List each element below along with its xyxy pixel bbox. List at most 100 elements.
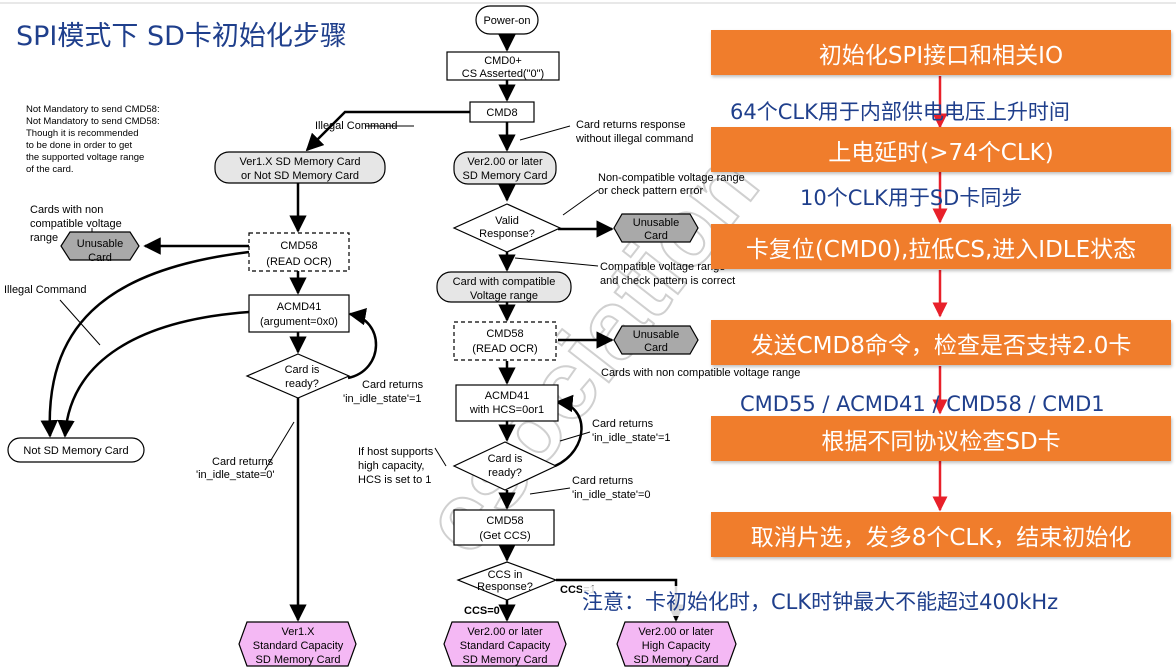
node-cmd58-right <box>453 321 557 361</box>
flowchart-label: Voltage range <box>470 290 538 302</box>
step-finish-init: 取消片选，发多8个CLK，结束初始化 <box>711 512 1171 557</box>
step-check-protocol: 根据不同协议检查SD卡 <box>711 416 1171 461</box>
step-reset-cmd0: 卡复位(CMD0),拉低CS,进入IDLE状态 <box>711 224 1171 269</box>
node-final-ver1 <box>238 621 357 667</box>
flowchart-label: SD Memory Card <box>256 654 341 666</box>
flowchart-label: Card returns <box>572 475 634 487</box>
page-title: SPI模式下 SD卡初始化步骤 <box>16 21 347 52</box>
node-valid-response <box>452 203 562 253</box>
flowchart-label: Card <box>644 230 668 242</box>
flowchart-label: Standard Capacity <box>460 640 551 652</box>
flowchart-label: CMD58 <box>280 240 317 252</box>
flowchart-label: to be done in order to get <box>26 140 133 151</box>
node-cmd58-ccs <box>453 509 555 546</box>
flowchart-label: Card is <box>488 453 523 465</box>
flowchart-label: SD Memory Card <box>463 654 548 666</box>
node-ver1 <box>214 151 386 184</box>
edge-ready-loop-left <box>347 308 378 380</box>
node-cmd58-left <box>248 232 350 272</box>
step-send-cmd8: 发送CMD8命令，检查是否支持2.0卡 <box>711 320 1171 365</box>
node-compatible-card <box>436 271 572 303</box>
flowchart-label: 'in_idle_state'=1 <box>343 393 422 405</box>
flowchart-label: CS Asserted("0") <box>462 68 544 80</box>
flowchart-label: (argument=0x0) <box>260 316 338 328</box>
flowchart-label: with HCS=0or1 <box>469 404 544 416</box>
flowchart-label: and check pattern is correct <box>600 275 735 287</box>
flowchart-label: Unusable <box>633 329 679 341</box>
flowchart-label: Ver2.00 or later <box>467 156 543 168</box>
edge-ready-loop-right <box>554 394 583 468</box>
flowchart-label: Though it is recommended <box>26 128 138 139</box>
flowchart-label: without illegal command <box>575 133 693 145</box>
flowchart-label: ready? <box>285 378 319 390</box>
flowchart-label: ACMD41 <box>277 301 322 313</box>
flowchart-label: range <box>30 232 58 244</box>
flowchart-label: Standard Capacity <box>253 640 344 652</box>
flowchart-label: Unusable <box>77 238 123 250</box>
node-cmd0 <box>446 51 560 81</box>
flowchart-label: High Capacity <box>642 640 711 652</box>
node-unusable-1 <box>613 213 699 243</box>
flowchart-label: 'in_idle_state'=1 <box>592 432 671 444</box>
flowchart-label: (Get CCS) <box>479 530 530 542</box>
flowchart-label: or Not SD Memory Card <box>241 170 359 182</box>
flowchart-label: Ver2.00 or later <box>638 626 714 638</box>
note-64-clk: 64个CLK用于内部供电电压上升时间 <box>730 100 1070 124</box>
flowchart-label: Card with compatible <box>453 276 556 288</box>
node-ccs <box>456 561 558 601</box>
flowchart-label: 'in_idle_state=0' <box>196 469 275 481</box>
flowchart-label: (READ OCR) <box>266 256 331 268</box>
edge-acmd41l-notsd <box>57 310 250 438</box>
node-not-sd <box>7 437 145 463</box>
flowchart-label: Not Mandatory to send CMD58: <box>26 104 160 115</box>
flowchart-label: Card returns <box>362 379 424 391</box>
flowchart-label: CMD58 <box>486 515 523 527</box>
top-rule <box>0 2 1176 4</box>
flowchart-label: Not SD Memory Card <box>23 445 128 457</box>
node-final-ver2-hc <box>616 621 737 667</box>
flowchart-label: ACMD41 <box>485 390 530 402</box>
edge-cmd8-ver1 <box>305 110 470 152</box>
flowchart-label: 'in_idle_state'=0 <box>572 489 651 501</box>
flowchart-label: Non-compatible voltage range <box>598 172 745 184</box>
flowchart-label: or check pattern error <box>598 185 703 197</box>
flowchart-label: compatible voltage <box>30 218 122 230</box>
flowchart-label: Not Mandatory to send CMD58: <box>26 116 160 127</box>
node-ready-right <box>452 441 558 491</box>
flowchart-label: Ver1.X <box>281 626 315 638</box>
flowchart-label: Card returns <box>212 456 274 468</box>
node-ready-left <box>245 353 351 399</box>
flowchart-label: HCS is set to 1 <box>358 474 431 486</box>
node-cmd8 <box>469 101 535 123</box>
flowchart-label: high capacity, <box>358 460 424 472</box>
node-ver2 <box>453 151 557 185</box>
flowchart-label: SD Memory Card <box>463 170 548 182</box>
flowchart-label: Power-on <box>483 15 530 27</box>
flowchart-label: Valid <box>495 215 519 227</box>
node-unusable-left <box>60 231 140 261</box>
flowchart-label: Unusable <box>633 217 679 229</box>
flowchart-label: CMD58 <box>486 328 523 340</box>
flowchart-label: CCS=0 <box>464 605 500 617</box>
flowchart-label: ready? <box>488 467 522 479</box>
flowchart-label: Card returns <box>592 418 654 430</box>
node-power-on <box>475 5 539 35</box>
flowchart-label: If host supports <box>358 446 434 458</box>
flowchart-label: (READ OCR) <box>472 343 537 355</box>
node-acmd41-right <box>455 384 559 422</box>
flowchart-label: Compatible voltage range <box>600 261 725 273</box>
flowchart-label: of the card. <box>26 164 74 175</box>
flowchart-label: Card <box>644 342 668 354</box>
flowchart-label: Cards with non <box>30 204 103 216</box>
flowchart-label: Response? <box>479 228 535 240</box>
node-acmd41-left <box>248 294 350 333</box>
note-10-clk: 10个CLK用于SD卡同步 <box>800 186 1023 210</box>
flowchart-label: Response? <box>477 581 533 593</box>
flowchart-label: Illegal Command <box>4 284 87 296</box>
step-power-delay: 上电延时(>74个CLK) <box>711 127 1171 172</box>
flowchart-label: the supported voltage range <box>26 152 144 163</box>
clock-warning: 注意：卡初始化时，CLK时钟最大不能超过400kHz <box>582 586 1059 616</box>
flowchart-label: CCS in <box>488 569 523 581</box>
